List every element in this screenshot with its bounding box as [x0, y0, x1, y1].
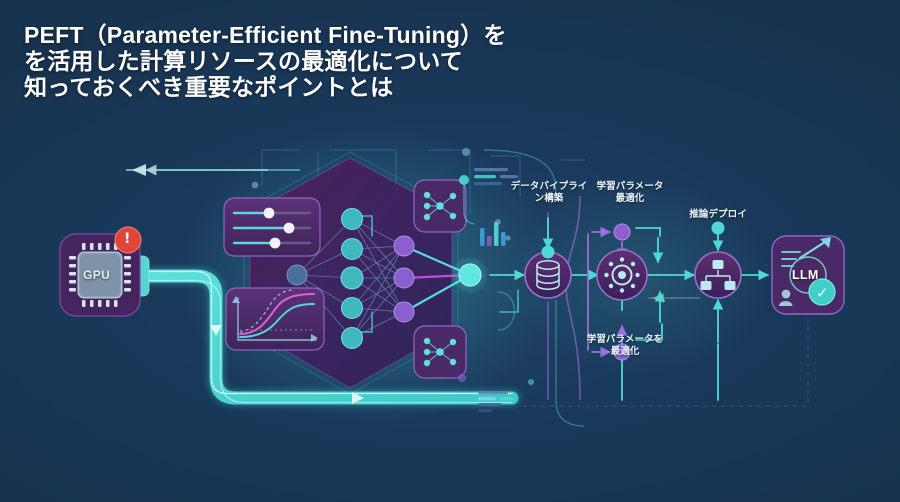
title-line-1: PEFT（Parameter-Efficient Fine-Tuning）を — [24, 22, 507, 48]
label-line: ン構築 — [534, 193, 564, 204]
sliders-card-graphic — [223, 197, 321, 257]
network-card-bottom-graphic — [413, 325, 467, 379]
neural-nodes — [286, 208, 487, 349]
label-line: 最適化 — [610, 346, 640, 357]
label-param-optimize-bottom: 学習パラメータを 最適化 — [575, 334, 675, 358]
database-node-graphic — [524, 245, 572, 299]
gpu-label: GPU — [83, 268, 111, 282]
data-rows-top — [474, 168, 518, 186]
bar-chart-fragment-graphic — [480, 222, 506, 246]
deploy-node-graphic — [694, 221, 742, 299]
llm-check-icon: ✓ — [816, 284, 829, 302]
label-inference-deploy: 推論デプロイ — [678, 209, 758, 221]
label-param-optimize-top: 学習パラメータ 最適化 — [580, 181, 680, 205]
label-line: 学習パラメータを — [586, 334, 664, 345]
llm-card-graphic — [771, 235, 845, 315]
page-title: PEFT（Parameter-Efficient Fine-Tuning）を を… — [24, 22, 644, 100]
gpu-alert-icon: ! — [124, 231, 131, 247]
network-card-top-graphic — [413, 179, 467, 233]
label-line: 学習パラメータ — [596, 181, 664, 192]
label-line: 推論デプロイ — [689, 209, 747, 220]
title-line-3: 知っておくべき重要なポイントとは — [24, 74, 394, 100]
llm-label: LLM — [792, 268, 819, 282]
label-line: データパイプライ — [510, 181, 588, 192]
curve-chart-card-graphic — [225, 287, 325, 351]
title-line-2: を活用した計算リソースの最適化について — [24, 48, 463, 74]
label-line: 最適化 — [615, 193, 645, 204]
tuning-node-graphic — [596, 249, 648, 301]
gpu-chip-graphic — [59, 226, 142, 317]
label-data-pipeline: データパイプライ ン構築 — [499, 181, 599, 205]
data-rows-bottom — [478, 391, 514, 413]
